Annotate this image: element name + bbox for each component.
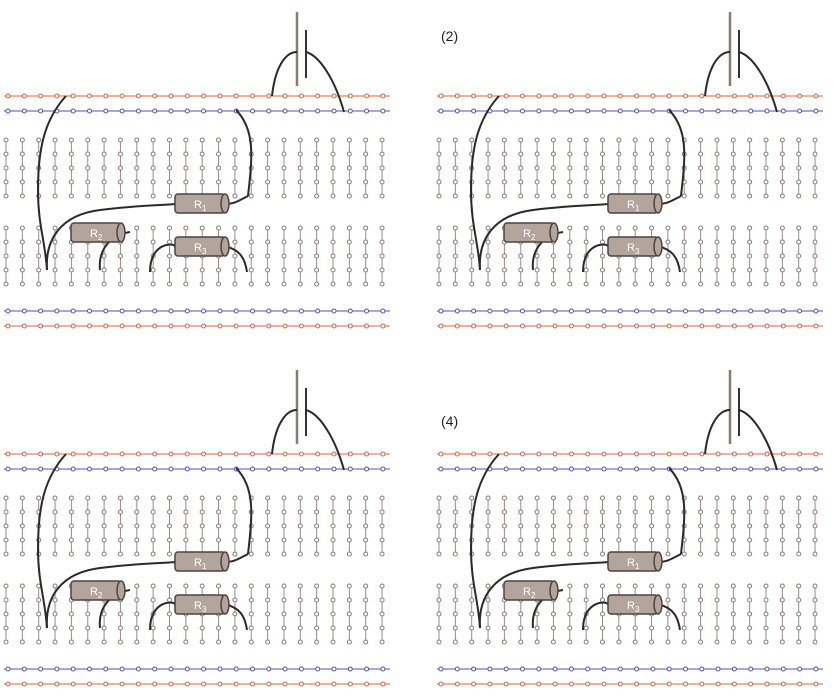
bottom-positive-rail: [437, 681, 823, 687]
resistor-r1: R1: [174, 551, 230, 572]
upper-terminal-block: [436, 137, 818, 199]
top-negative-rail: [4, 466, 390, 472]
top-negative-rail: [4, 108, 390, 114]
panel-label-4: (4): [441, 413, 459, 429]
top-positive-rail: [437, 451, 823, 457]
top-positive-rail: [4, 451, 390, 457]
upper-terminal-block: [436, 495, 818, 557]
bottom-negative-rail: [437, 666, 823, 672]
upper-terminal-block: [3, 137, 385, 199]
capacitor: [271, 12, 345, 113]
resistor-r2: R2: [503, 222, 559, 243]
resistor-r2: R2: [70, 222, 126, 243]
resistor-r1: R1: [607, 193, 663, 214]
bottom-positive-rail: [4, 323, 390, 329]
top-positive-rail: [437, 93, 823, 99]
bottom-positive-rail: [437, 323, 823, 329]
top-positive-rail: [4, 93, 390, 99]
resistor-r3: R3: [607, 594, 663, 615]
resistor-r1: R1: [607, 551, 663, 572]
jumper-wires: [36, 95, 253, 273]
bottom-negative-rail: [437, 308, 823, 314]
resistor-r3: R3: [607, 236, 663, 257]
capacitor: [704, 370, 778, 471]
upper-terminal-block: [3, 495, 385, 557]
resistor-r2: R2: [70, 580, 126, 601]
bottom-negative-rail: [4, 308, 390, 314]
resistor-r2: R2: [503, 580, 559, 601]
bottom-negative-rail: [4, 666, 390, 672]
jumper-wires: [469, 95, 686, 273]
capacitor: [271, 370, 345, 471]
bottom-positive-rail: [4, 681, 390, 687]
resistor-r3: R3: [174, 594, 230, 615]
resistor-r1: R1: [174, 193, 230, 214]
top-negative-rail: [437, 108, 823, 114]
panel-label-2: (2): [441, 28, 459, 44]
capacitor: [704, 12, 778, 113]
top-negative-rail: [437, 466, 823, 472]
resistor-r3: R3: [174, 236, 230, 257]
